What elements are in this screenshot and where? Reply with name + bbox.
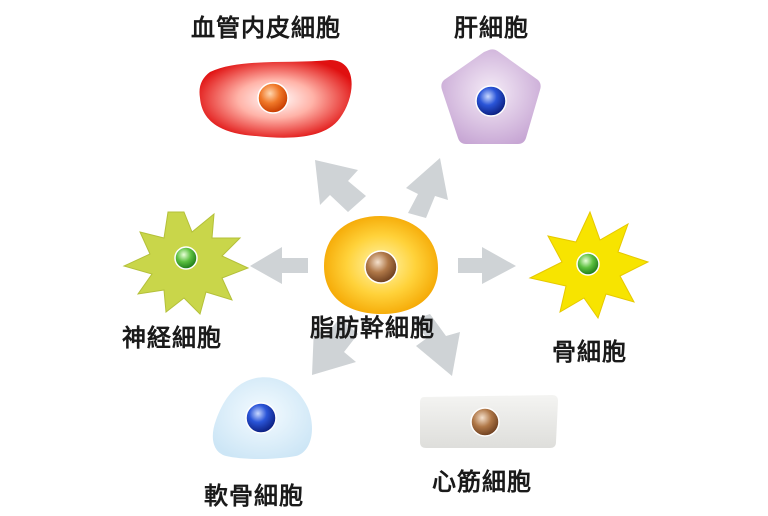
label-nerve: 神経細胞 [122,324,222,352]
stem-cell [324,216,438,314]
cartilage-cell [212,377,312,459]
label-liver: 肝細胞 [454,14,529,42]
label-endothelial: 血管内皮細胞 [191,14,341,42]
arrow-to-cartilage [312,318,358,375]
liver-nucleus [475,85,507,117]
cartilage-nucleus [245,402,277,434]
label-cartilage: 軟骨細胞 [204,482,304,510]
nerve-cell [122,211,250,315]
label-bone: 骨細胞 [552,338,627,366]
arrows [250,158,516,376]
endothelial-nucleus [257,82,289,114]
arrow-to-endothelial [315,160,366,212]
bone-cell [528,210,650,320]
liver-cell [441,49,541,145]
label-muscle: 心筋細胞 [432,468,532,496]
arrow-to-nerve [250,247,308,284]
nerve-nucleus [174,246,198,270]
label-center: 脂肪幹細胞 [310,314,435,342]
arrow-to-muscle [412,314,460,376]
arrow-to-bone [458,247,516,284]
endothelial-cell [199,60,352,138]
arrow-to-liver [406,158,448,218]
muscle-cell [420,395,558,448]
muscle-nucleus [470,407,500,437]
stem-cell-nucleus [364,250,398,284]
bone-nucleus [576,252,600,276]
